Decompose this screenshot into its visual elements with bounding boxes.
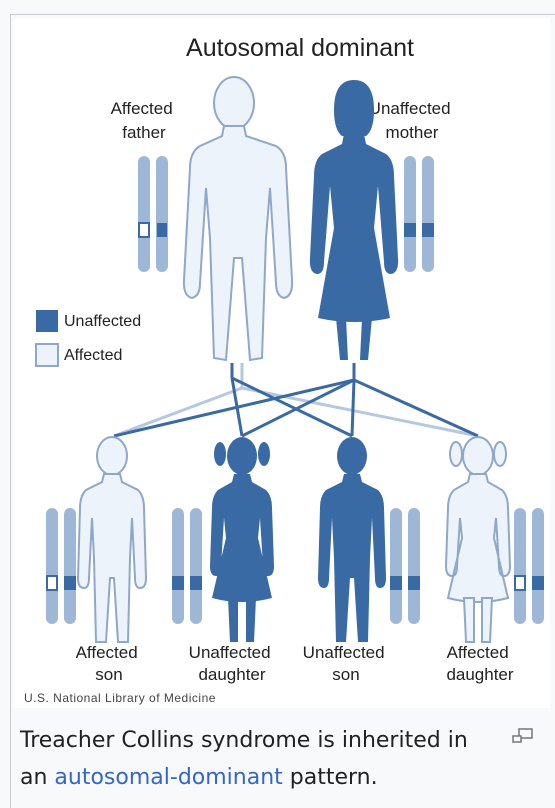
father-figure — [184, 77, 292, 360]
image-caption: Treacher Collins syndrome is inherited i… — [20, 722, 500, 796]
child-label-affected-daughter: Affected daughter — [446, 643, 513, 684]
unaffected-daughter-figure — [210, 437, 274, 642]
child-label-unaffected-daughter: Unaffected daughter — [189, 643, 276, 684]
legend-swatch-dark — [36, 310, 58, 332]
magnify-clip-icon[interactable] — [512, 728, 534, 744]
mother-figure — [310, 80, 398, 360]
legend-label-dark: Unaffected — [64, 313, 141, 330]
father-label-line2: father — [122, 123, 166, 142]
mother-label-line1: Unaffected — [369, 99, 451, 118]
child-label-unaffected-son: Unaffected son — [303, 643, 390, 684]
mother-chromosomes — [404, 156, 434, 272]
unaffected-son-figure — [318, 437, 386, 642]
diagram-title: Autosomal dominant — [186, 34, 414, 62]
father-label: Affected father — [111, 99, 178, 142]
mother-label-line2: mother — [386, 123, 439, 142]
inheritance-diagram[interactable]: Autosomal dominant Affected father Unaff… — [14, 18, 550, 708]
affected-daughter-figure — [446, 437, 510, 642]
legend-swatch-light — [36, 344, 58, 366]
legend-label-light: Affected — [64, 347, 122, 364]
credit-text: U.S. National Library of Medicine — [24, 691, 216, 705]
child-label-affected-son: Affected son — [76, 643, 143, 684]
mother-label: Unaffected mother — [369, 99, 456, 142]
legend: Unaffected Affected — [36, 310, 141, 366]
autosomal-dominant-link[interactable]: autosomal-dominant — [54, 765, 282, 790]
father-label-line1: Affected — [111, 99, 173, 118]
inheritance-lines — [114, 363, 478, 436]
affected-son-figure — [78, 437, 146, 642]
father-chromosomes — [138, 156, 168, 272]
caption-text-after: pattern. — [283, 765, 378, 790]
